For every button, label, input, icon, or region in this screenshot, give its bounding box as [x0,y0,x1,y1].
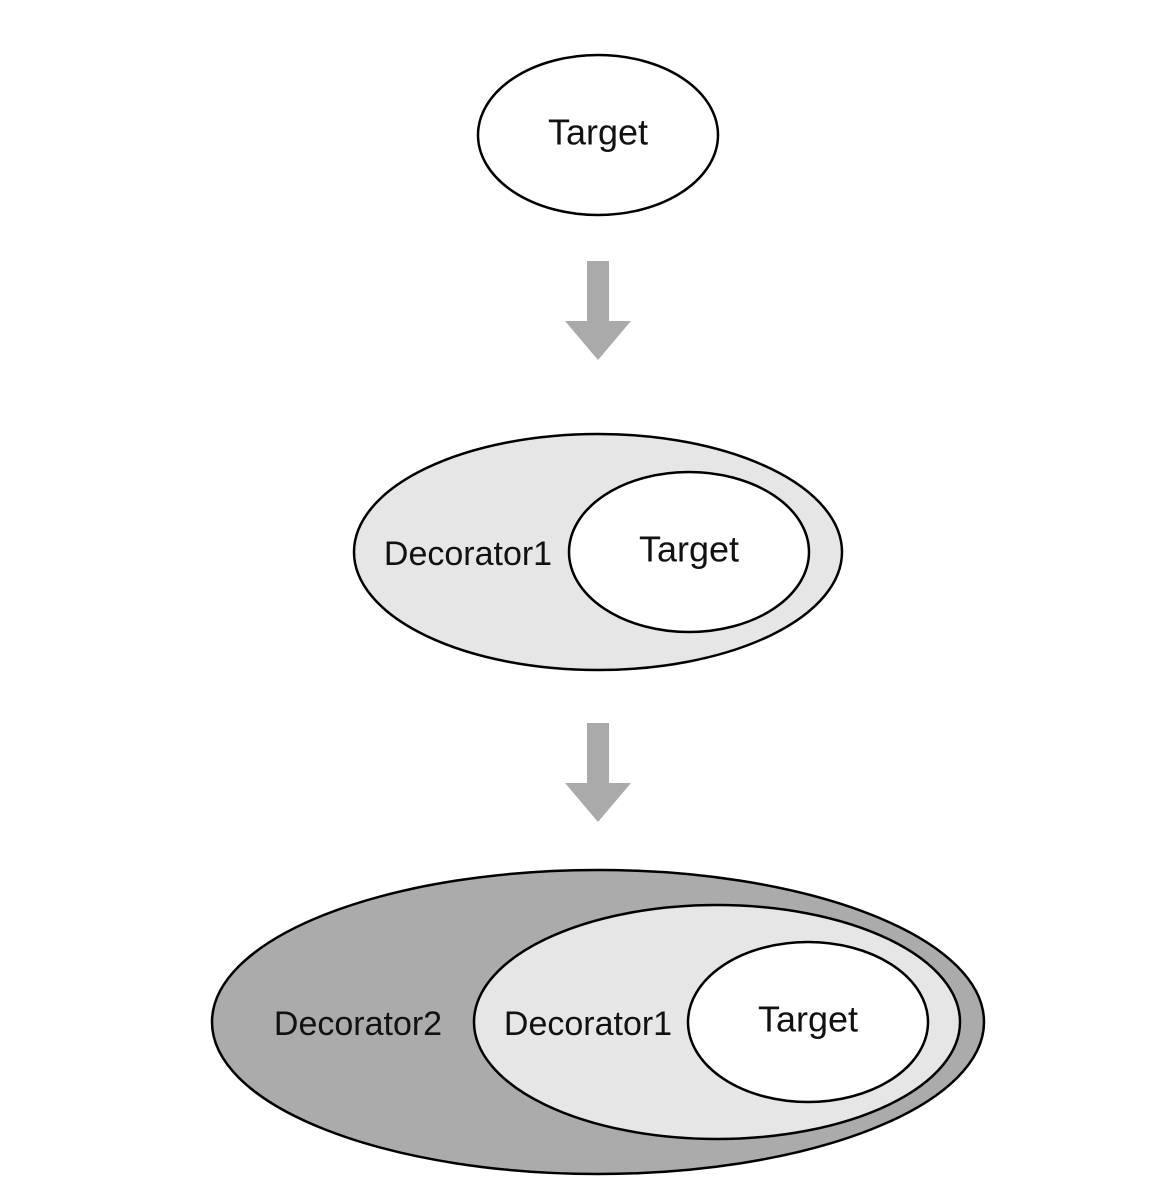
stage-2-target-ellipse [567,470,811,634]
stage-2-target-label: Target [639,529,739,570]
stage-1-target-ellipse [476,53,720,217]
arrow-2-head [565,783,631,822]
stage-1-target-label: Target [548,112,648,153]
stage-3-target-ellipse [686,940,930,1104]
down-arrow-icon [565,723,631,822]
stage-1-target-only: Target [476,53,720,217]
arrow-1-shaft [587,261,609,323]
stage-3-decorator2: Decorator2 Decorator1 Target [210,868,986,1176]
stage-2-decorator1-label: Decorator1 [384,535,552,573]
stage-3-decorator2-label: Decorator2 [274,1005,442,1043]
stage-3-decorator1-label: Decorator1 [504,1005,672,1043]
stage-2-decorator1: Decorator1 Target [352,432,844,672]
down-arrow-icon [565,261,631,360]
stage-3-target-label: Target [758,999,858,1040]
arrow-1-head [565,321,631,360]
arrow-2-shaft [587,723,609,785]
